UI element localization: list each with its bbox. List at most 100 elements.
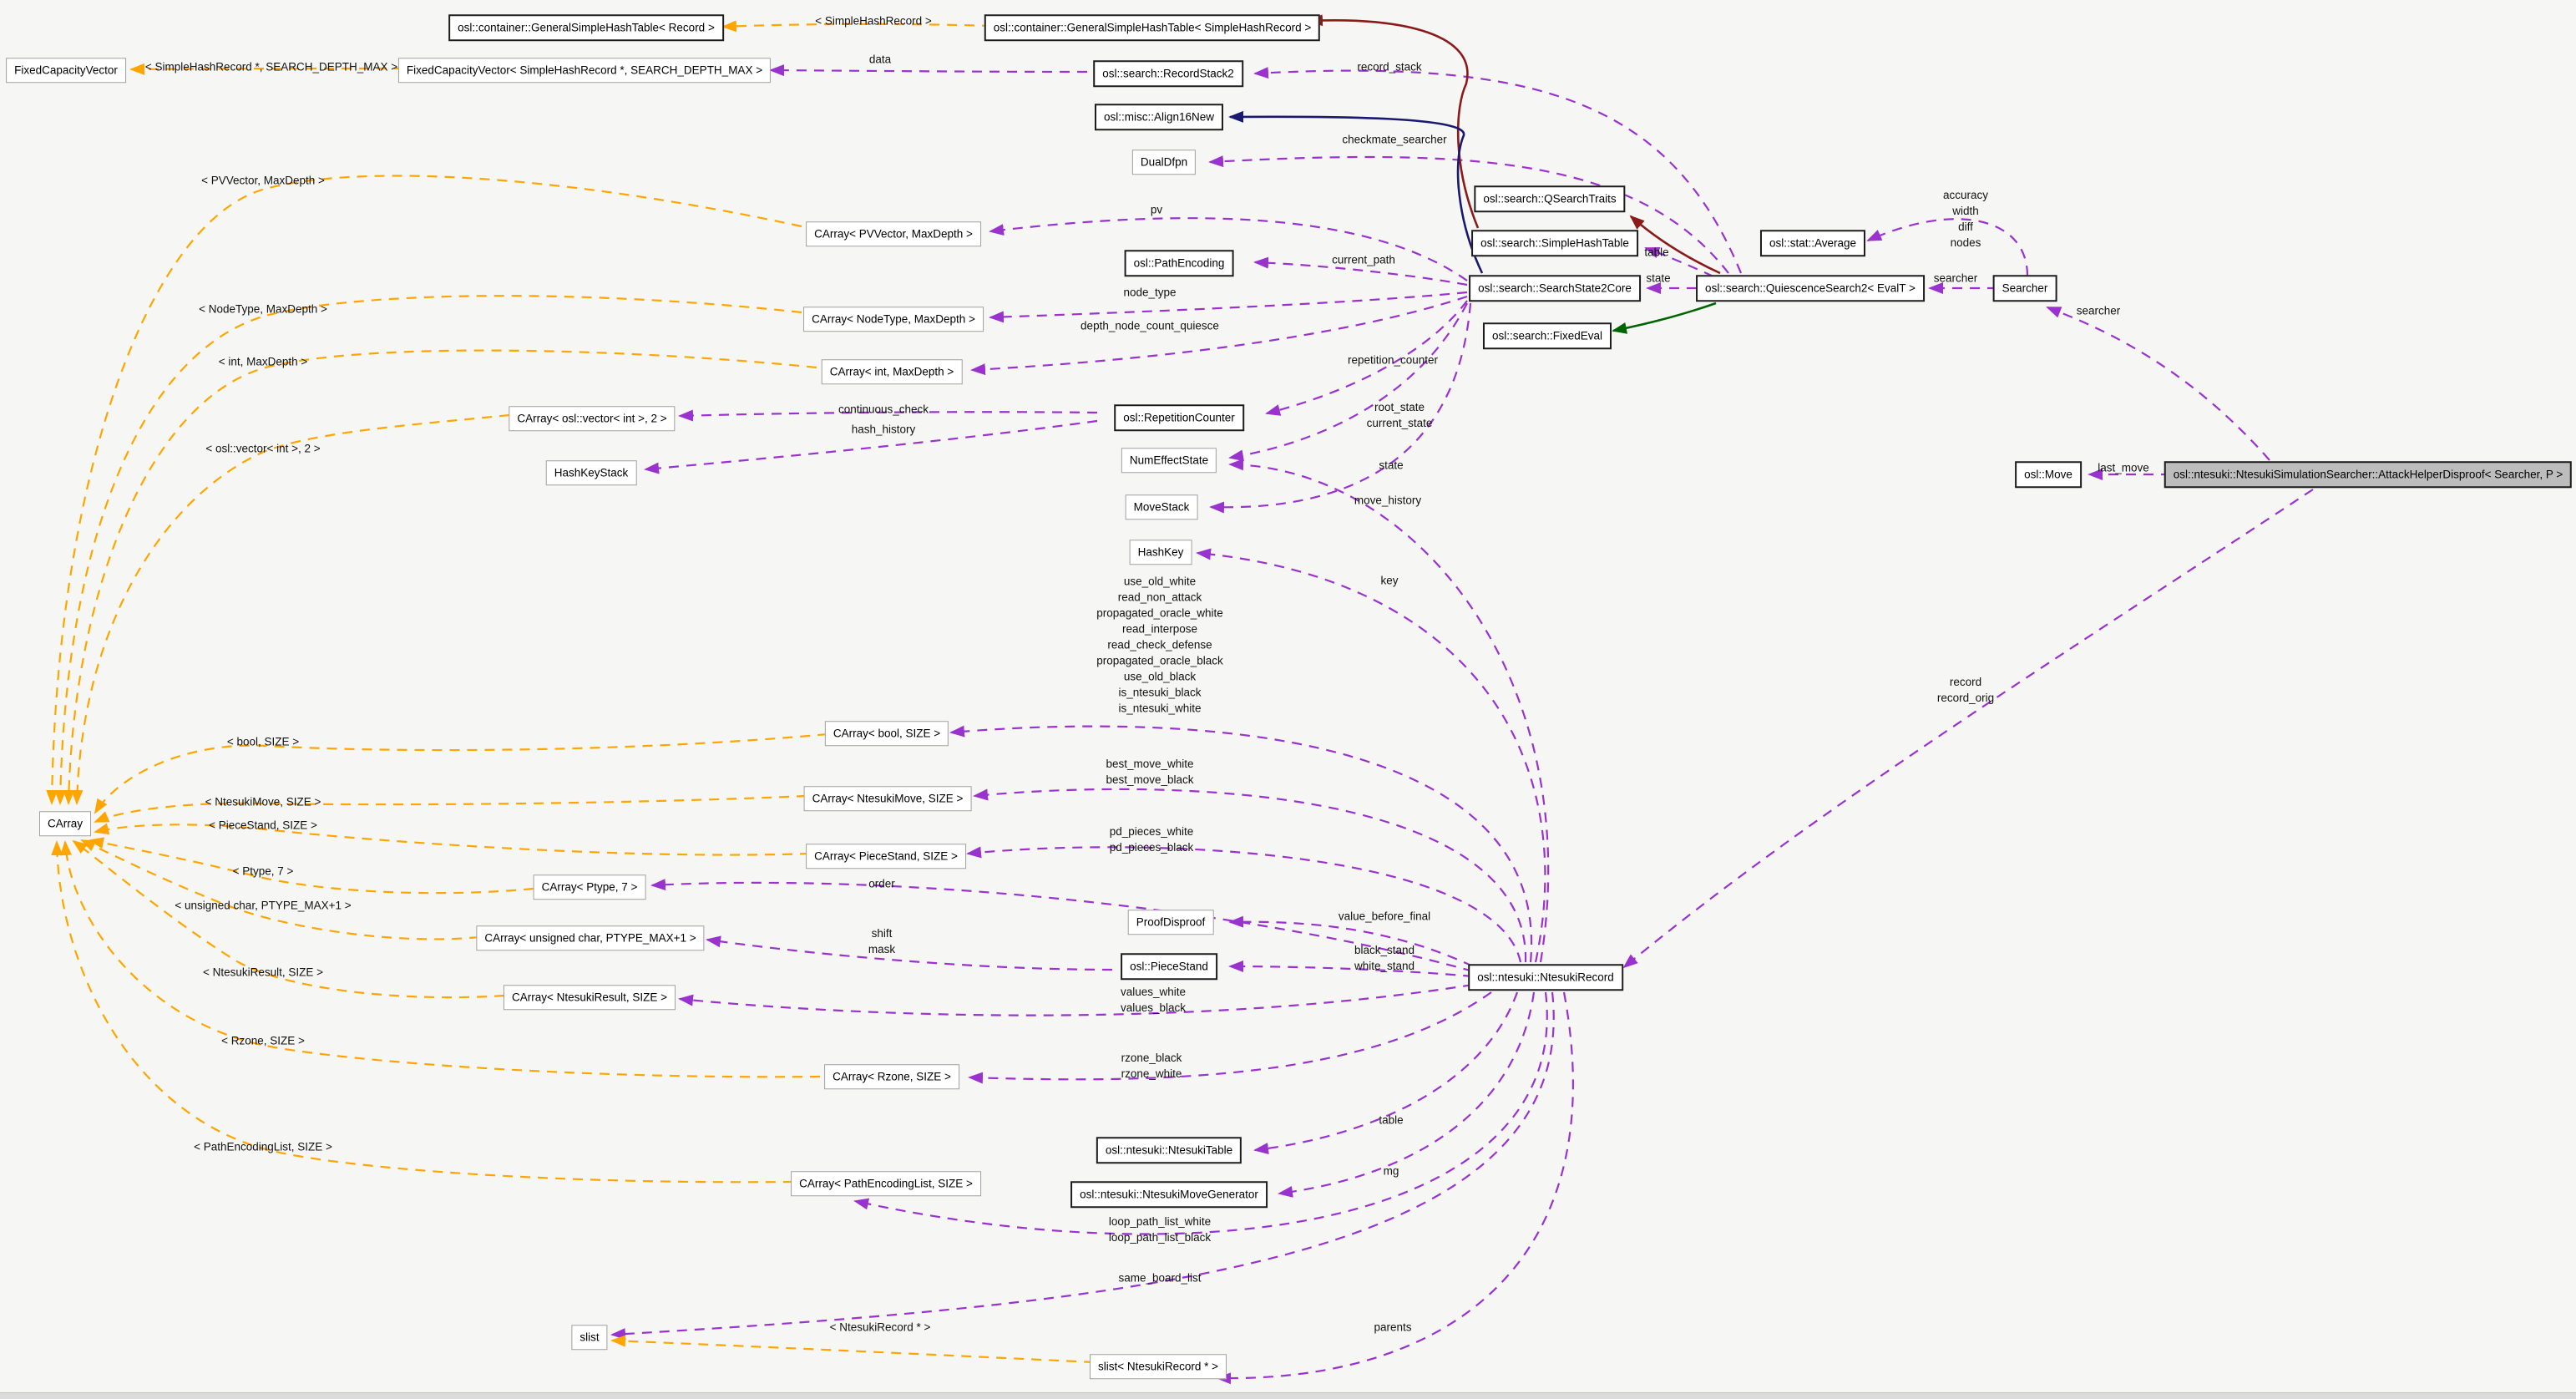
edge-rzone <box>968 991 1492 1084</box>
edge-key <box>1196 548 1546 963</box>
edge-tmpl-ntesukimove <box>94 794 807 824</box>
edge-label-line: < int, MaxDepth > <box>218 355 308 368</box>
edge-label-same-board-list: same_board_list <box>1118 1270 1201 1286</box>
class-node-slist-inst: slist< NtesukiRecord * > <box>1089 1354 1227 1379</box>
edge-label-line: value_before_final <box>1338 910 1431 923</box>
class-node-ntesukimovegenerator[interactable]: osl::ntesuki::NtesukiMoveGenerator <box>1070 1181 1268 1208</box>
edge-label-tmpl-rzone: < Rzone, SIZE > <box>221 1033 305 1049</box>
edge-label-line: < unsigned char, PTYPE_MAX+1 > <box>175 899 352 912</box>
edge-label-line: state <box>1379 459 1404 472</box>
class-node-generalsimplehashtable-record[interactable]: osl::container::GeneralSimpleHashTable< … <box>448 14 724 41</box>
edge-continuous-check <box>678 409 1098 422</box>
edge-label-table-low: table <box>1379 1113 1403 1128</box>
edge-order <box>650 879 1474 973</box>
class-node-recordstack2[interactable]: osl::search::RecordStack2 <box>1093 60 1243 87</box>
edge-best-move <box>973 788 1527 963</box>
edge-label-line: use_old_black <box>1123 670 1197 683</box>
edge-label-mg: mg <box>1384 1163 1399 1179</box>
edge-root-current-state <box>1228 302 1468 462</box>
edge-tmpl-ntesukiresult <box>72 839 505 999</box>
edge-label-line: black_stand <box>1354 944 1415 956</box>
class-node-ntesukitable[interactable]: osl::ntesuki::NtesukiTable <box>1096 1137 1242 1163</box>
class-node-carray-uchar: CArray< unsigned char, PTYPE_MAX+1 > <box>476 925 705 950</box>
edge-label-key: key <box>1380 573 1398 589</box>
edge-label-line: same_board_list <box>1118 1271 1202 1285</box>
edge-label-depth-node-count-quiesce: depth_node_count_quiesce <box>1081 318 1219 334</box>
edge-inherit-gsht <box>1308 14 1480 229</box>
edge-label-line: repetition_counter <box>1347 353 1439 367</box>
edge-tmpl-nodetype <box>54 295 802 805</box>
edge-label-state-top: state <box>1646 271 1670 286</box>
class-node-osl-move[interactable]: osl::Move <box>2015 461 2082 488</box>
edge-record <box>1622 489 2314 969</box>
class-node-carray-bool: CArray< bool, SIZE > <box>824 721 949 746</box>
edge-label-line: pd_pieces_black <box>1109 841 1194 854</box>
horizontal-scrollbar[interactable] <box>0 1392 2576 1399</box>
edge-tmpl-pathencodinglist <box>51 840 794 1184</box>
edge-label-line: best_move_black <box>1106 773 1194 786</box>
edge-label-line: order <box>868 877 895 890</box>
edge-tmpl-pvvector <box>46 175 802 805</box>
class-node-fixedcapacityvector-inst: FixedCapacityVector< SimpleHashRecord *,… <box>397 58 772 83</box>
class-node-align16new[interactable]: osl::misc::Align16New <box>1094 104 1224 130</box>
edge-label-tmpl-ptype: < Ptype, 7 > <box>233 864 294 879</box>
class-node-repetitioncounter[interactable]: osl::RepetitionCounter <box>1114 404 1244 431</box>
edge-label-state-mid: state <box>1379 458 1403 474</box>
class-node-slist: slist <box>571 1325 608 1350</box>
class-node-ntesukirecord[interactable]: osl::ntesuki::NtesukiRecord <box>1468 964 1623 991</box>
edge-label-line: is_ntesuki_white <box>1118 702 1202 715</box>
edge-label-line: mg <box>1383 1164 1399 1178</box>
class-node-average[interactable]: osl::stat::Average <box>1759 230 1866 256</box>
edge-label-line: best_move_white <box>1106 758 1194 770</box>
class-node-searcher[interactable]: Searcher <box>1992 275 2057 302</box>
edge-label-table-top: table <box>1644 245 1668 261</box>
class-node-numeffectstate: NumEffectState <box>1121 448 1217 473</box>
edge-label-tmpl-ntesukimove: < NtesukiMove, SIZE > <box>205 794 321 810</box>
edge-label-line: parents <box>1374 1320 1412 1334</box>
edge-depth-node-count-quiesce <box>970 295 1468 376</box>
edge-label-tmpl-pvvector: < PVVector, MaxDepth > <box>201 173 325 189</box>
edge-label-current-path: current_path <box>1332 252 1395 268</box>
class-node-quiescencesearch2[interactable]: osl::search::QuiescenceSearch2< EvalT > <box>1696 275 1925 302</box>
class-node-hashkeystack: HashKeyStack <box>545 460 637 485</box>
edge-stats <box>1866 218 2029 276</box>
class-node-carray-pathencodinglist: CArray< PathEncodingList, SIZE > <box>791 1171 981 1196</box>
edge-tmpl-gsht <box>721 20 993 33</box>
edge-label-line: continuous_check <box>838 403 929 416</box>
edge-tmpl-uchar <box>80 839 480 940</box>
edge-label-line: < NtesukiRecord * > <box>829 1320 931 1334</box>
edge-label-line: searcher <box>1933 271 1978 285</box>
class-node-carray: CArray <box>38 811 92 836</box>
class-node-generalsimplehashtable-simplehashrecord[interactable]: osl::container::GeneralSimpleHashTable< … <box>984 14 1321 41</box>
class-node-fixedcapacityvector: FixedCapacityVector <box>6 58 126 83</box>
edge-label-line: white_stand <box>1354 960 1415 972</box>
class-node-searchstate2core[interactable]: osl::search::SearchState2Core <box>1469 275 1641 302</box>
class-node-carray-piecestand: CArray< PieceStand, SIZE > <box>806 844 966 869</box>
class-node-carray-ptype: CArray< Ptype, 7 > <box>533 874 646 900</box>
edge-label-line: read_interpose <box>1121 622 1198 636</box>
edge-label-stands: black_stand white_stand <box>1354 942 1415 974</box>
class-node-carray-ntesukiresult: CArray< NtesukiResult, SIZE > <box>503 985 676 1010</box>
edge-tmpl-bool <box>94 732 828 814</box>
edge-label-line: rzone_white <box>1121 1067 1182 1080</box>
edge-tmpl-fcv <box>129 63 405 75</box>
class-node-pathencoding[interactable]: osl::PathEncoding <box>1124 250 1234 276</box>
edge-label-line: is_ntesuki_black <box>1118 686 1202 699</box>
edge-record-stack <box>1253 67 1743 274</box>
class-node-qsearchtraits[interactable]: osl::search::QSearchTraits <box>1474 185 1626 212</box>
class-node-fixedeval[interactable]: osl::search::FixedEval <box>1482 322 1612 349</box>
edge-label-tmpl-simplehashrecord: < SimpleHashRecord > <box>815 13 932 29</box>
edge-state-mid <box>1228 459 1550 963</box>
edge-label-line: table <box>1644 246 1669 259</box>
class-node-piecestand[interactable]: osl::PieceStand <box>1121 953 1217 980</box>
edge-label-parents: parents <box>1374 1320 1411 1336</box>
edge-label-repetition-counter: repetition_counter <box>1348 352 1438 368</box>
class-node-simplehashtable[interactable]: osl::search::SimpleHashTable <box>1471 230 1638 256</box>
edge-label-line: move_history <box>1354 494 1422 507</box>
edge-inherit-align16new <box>1228 110 1484 274</box>
edge-current-path <box>1253 256 1468 286</box>
